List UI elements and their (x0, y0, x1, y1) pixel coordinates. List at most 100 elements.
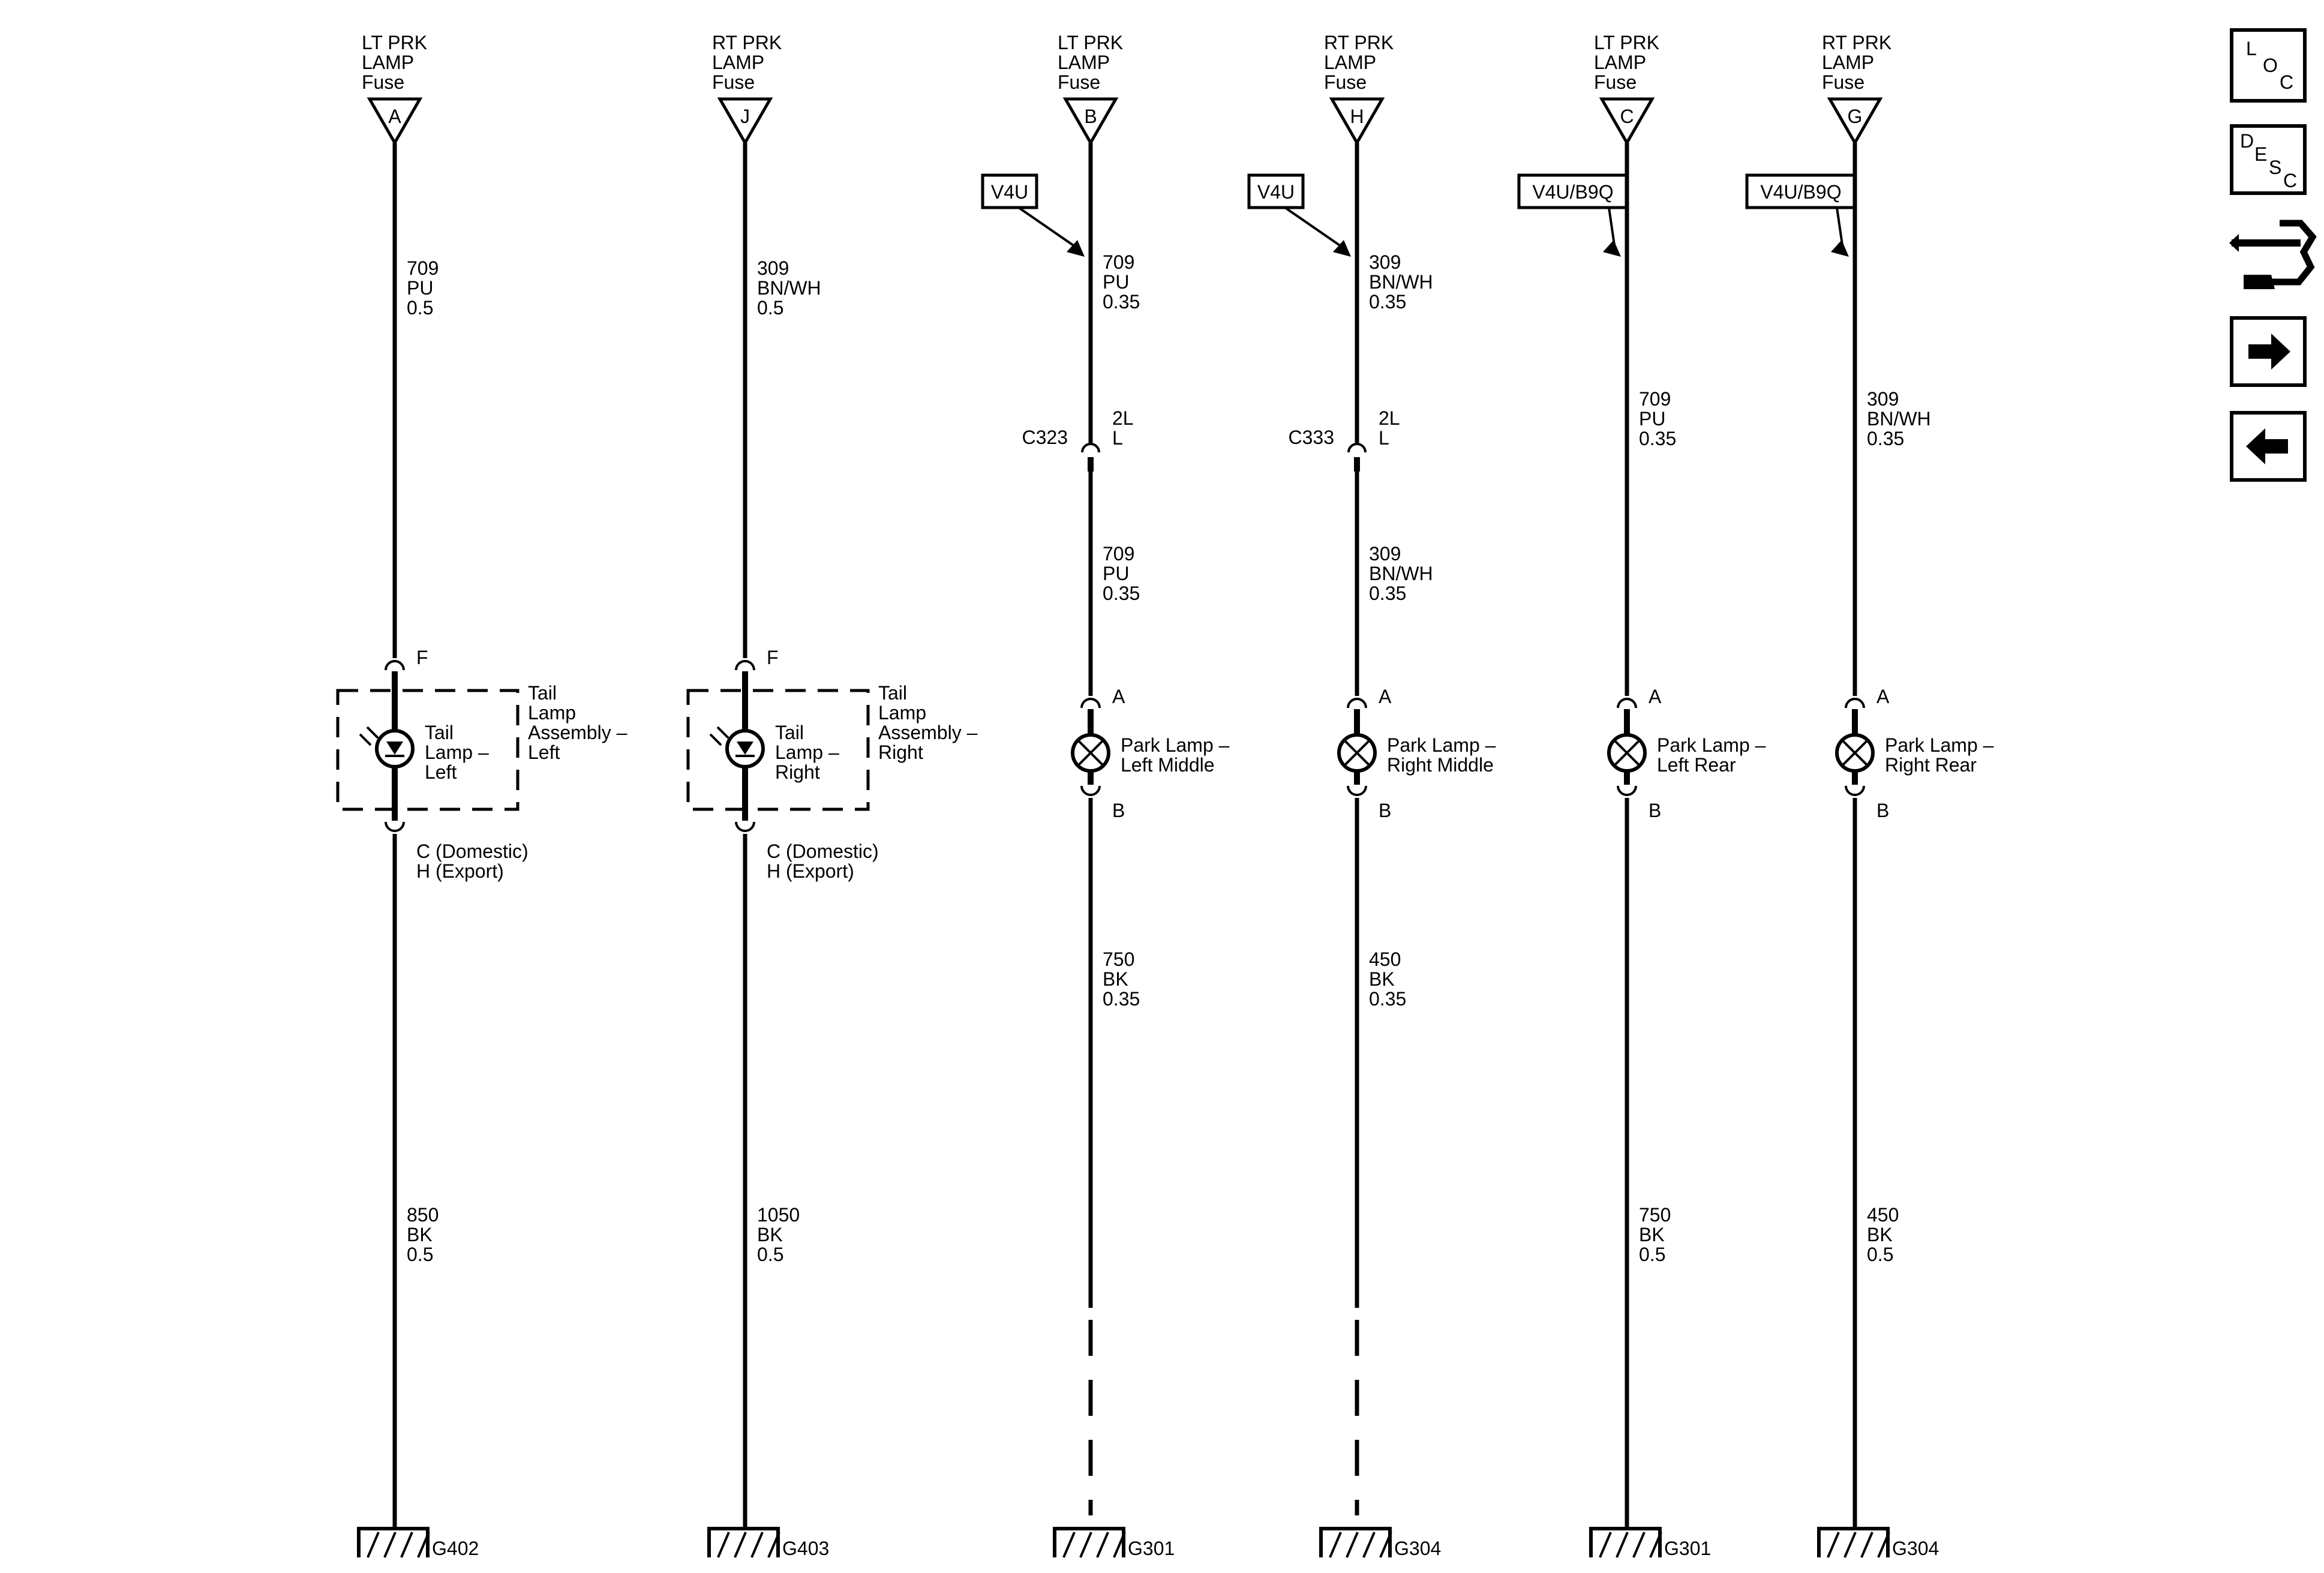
option-tag: V4U (981, 173, 1085, 257)
option-label: V4U (1257, 181, 1295, 203)
fuse-label: Fuse (712, 71, 755, 93)
assembly-label: Lamp (528, 702, 576, 724)
park-lamp (1071, 733, 1110, 773)
connector-pin (1845, 698, 1865, 709)
option-tag: V4U/B9Q (1517, 173, 1629, 257)
bulb-filament (1614, 740, 1640, 766)
fuse-label: LAMP (1058, 52, 1110, 73)
inline-connector-pin (1354, 457, 1360, 472)
wire-label: 0.5 (1867, 1244, 1893, 1265)
wire-segment (1852, 772, 1858, 785)
wire-label: BK (1639, 1224, 1665, 1245)
wire-segment (1852, 709, 1858, 734)
pin-label: H (Export) (416, 860, 504, 882)
wire-label: BK (757, 1224, 783, 1245)
assembly-label: Right (878, 742, 923, 763)
wire-segment (1354, 772, 1360, 785)
ground-hatch (1079, 1532, 1092, 1558)
fuse-label: Fuse (1324, 71, 1367, 93)
connector-pin (1080, 698, 1101, 709)
inline-connector-icon (1081, 443, 1100, 453)
option-box (981, 173, 1038, 209)
wire-label: 0.35 (1369, 988, 1406, 1010)
component-label: Park Lamp – (1121, 734, 1230, 756)
option-arrow (1284, 206, 1346, 250)
fuse-terminal-icon (1827, 97, 1883, 146)
wire-label: BN/WH (1369, 563, 1433, 584)
ground-hatch (717, 1532, 730, 1558)
park-lamp (1337, 733, 1377, 773)
desc-button[interactable]: D E S C (2230, 124, 2307, 195)
fuse-label: RT PRK (1324, 32, 1394, 53)
light-ray-icon (716, 726, 729, 739)
ground-hatch (1379, 1532, 1392, 1558)
ground-label: G304 (1892, 1538, 1939, 1559)
fuse-label: Fuse (362, 71, 404, 93)
ground-icon (707, 1527, 780, 1558)
fuse-label: LAMP (1324, 52, 1376, 73)
diode-icon (386, 742, 403, 755)
wire-label: 0.35 (1639, 428, 1676, 449)
ground-label: G301 (1128, 1538, 1175, 1559)
inline-connector-icon (1347, 443, 1367, 453)
wire-label: 0.5 (757, 297, 783, 319)
loc-letter: C (2280, 71, 2293, 93)
wire-label: PU (407, 277, 433, 299)
wire-label: PU (1103, 563, 1129, 584)
wire-label: BN/WH (757, 277, 821, 299)
pin-label: B (1112, 800, 1125, 821)
connector-pin (1845, 785, 1865, 796)
desc-letter: E (2254, 143, 2267, 165)
wire-label: BN/WH (1369, 271, 1433, 293)
wire-label: 0.35 (1103, 583, 1140, 604)
connector-pin (1617, 785, 1637, 796)
assembly-label: Left (528, 742, 560, 763)
fuse-terminal-icon (1599, 97, 1655, 146)
bulb-filament (1344, 740, 1370, 766)
fuse-label: LAMP (1822, 52, 1874, 73)
component-label: Park Lamp – (1387, 734, 1496, 756)
ground-frame (357, 1527, 430, 1557)
inline-connector-pin-label: L (1112, 427, 1123, 449)
ground-hatch (1599, 1532, 1612, 1558)
pin-label: B (1876, 800, 1889, 821)
arrow-head-icon (1333, 240, 1351, 257)
ground-frame (1053, 1527, 1125, 1557)
previous-arrow-icon[interactable] (2230, 411, 2307, 482)
component-label: Left Middle (1121, 754, 1215, 776)
fuse-label: LT PRK (362, 32, 427, 53)
wire-label: 0.35 (1103, 291, 1140, 313)
wire-label: 0.5 (757, 1244, 783, 1265)
wire-label: 850 (407, 1204, 439, 1226)
fuse-pin: H (1350, 106, 1364, 127)
ground-hatch (417, 1532, 430, 1558)
bulb-filament (1077, 740, 1104, 766)
wire-label: 750 (1639, 1204, 1671, 1226)
next-arrow-icon[interactable] (2230, 316, 2307, 387)
connector-view-icon[interactable] (2229, 220, 2317, 289)
wire-segment (742, 768, 748, 821)
pin-label: A (1112, 686, 1125, 707)
fuse-terminal-icon (367, 97, 423, 146)
ground-frame (1319, 1527, 1392, 1557)
assembly-label: Assembly – (878, 722, 978, 743)
wire-label: BN/WH (1867, 408, 1931, 430)
component-label: Left Rear (1657, 754, 1736, 776)
tail-lamp (709, 726, 765, 769)
loc-button[interactable]: L O C (2230, 28, 2307, 103)
circuit-column-4: RT PRKLAMPFuseHV4U309BN/WH0.35C3332LL309… (1247, 32, 1496, 1559)
fuse-terminal-icon (717, 97, 773, 146)
assembly-label: Tail (528, 682, 557, 704)
assembly-boundary (686, 689, 870, 811)
desc-letter: S (2269, 157, 2281, 178)
wire-label: 0.35 (1103, 988, 1140, 1010)
pin-label: C (Domestic) (767, 840, 879, 862)
ground-label: G403 (782, 1538, 829, 1559)
arrow-head-icon (1831, 240, 1849, 257)
ground-hatch (1062, 1532, 1076, 1558)
